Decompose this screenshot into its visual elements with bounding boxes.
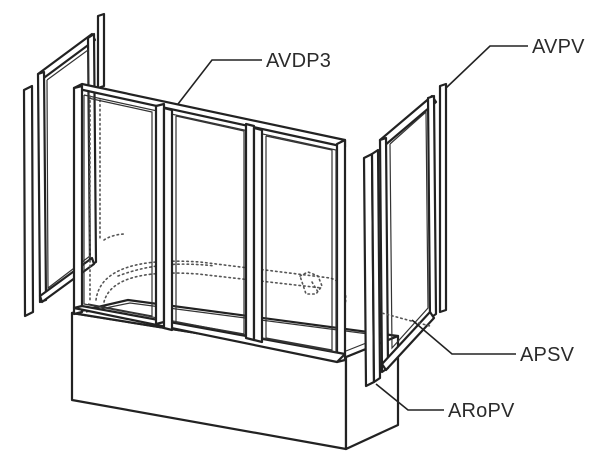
label-aropv: ARoPV (448, 400, 515, 422)
label-avpv: AVPV (532, 36, 585, 58)
leader-apsv (411, 319, 516, 355)
left-end-wall-panel (22, 12, 106, 318)
side-panel-apsv (377, 94, 438, 374)
leader-avpv (445, 45, 528, 89)
leader-aropv (375, 383, 444, 411)
label-avdp3: AVDP3 (266, 50, 331, 72)
right-wall-profile-avpv (438, 82, 448, 314)
sliding-door-avdp3 (72, 82, 347, 364)
bathtub (70, 298, 400, 451)
leader-lines (177, 45, 528, 411)
leader-avdp3 (177, 59, 262, 105)
connection-profile-aropv (362, 148, 382, 388)
label-apsv: APSV (520, 344, 575, 366)
